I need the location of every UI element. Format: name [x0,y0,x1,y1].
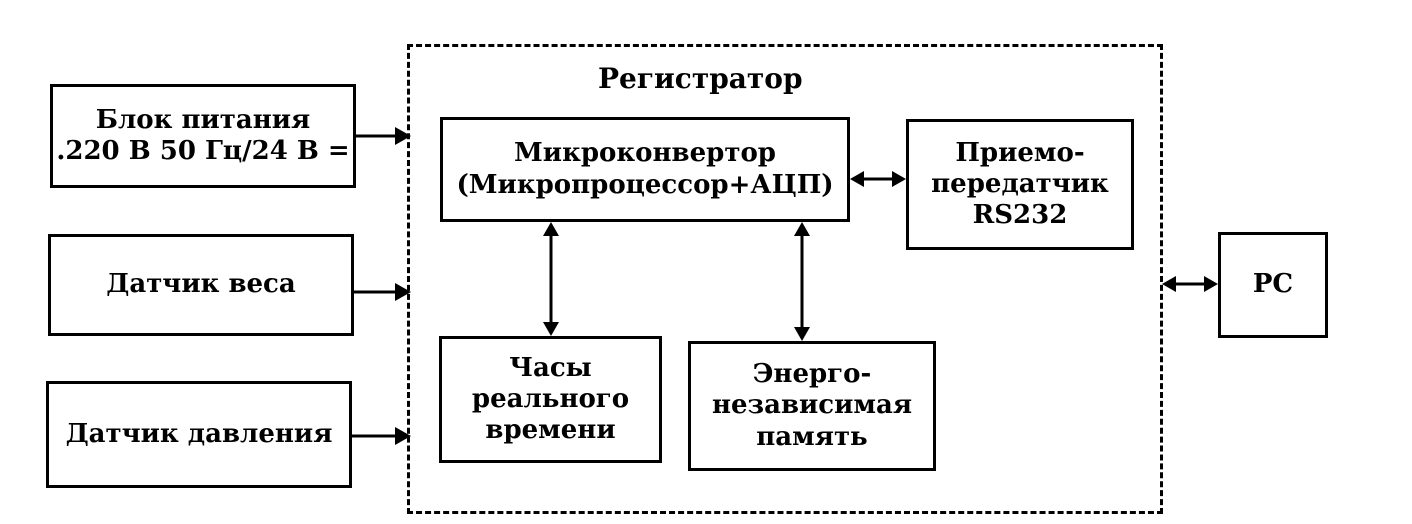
pc-block: PC [1218,232,1328,338]
real-time-clock-label-line1: Часы [509,352,592,383]
transceiver-label-line1: Приемо- [955,137,1085,168]
nonvolatile-memory-label-line3: память [756,421,868,452]
real-time-clock-block: Часы реального времени [439,336,662,463]
power-supply-label-line1: Блок питания [95,104,311,135]
transceiver-block: Приемо- передатчик RS232 [906,119,1134,250]
registrator-container [407,44,1163,514]
registrator-title: Регистратор [598,62,803,95]
pc-label: PC [1252,269,1294,300]
transceiver-label-line2: передатчик [931,168,1109,199]
nonvolatile-memory-label-line2: независимая [711,390,913,421]
pressure-sensor-label: Датчик давления [65,418,333,449]
real-time-clock-label-line2: реального [471,383,630,414]
arrowhead-memory-down [794,327,810,341]
arrowhead-pressure [395,427,411,445]
arrowhead-pc-right [1204,276,1218,292]
pressure-sensor-block: Датчик давления [46,381,352,488]
arrowhead-transceiver-right [892,171,906,187]
nonvolatile-memory-block: Энерго- независимая память [688,341,936,471]
arrowhead-clock-up [543,222,559,236]
nonvolatile-memory-label-line1: Энерго- [752,359,872,390]
weight-sensor-block: Датчик веса [48,234,354,336]
arrowhead-registrator-left [1162,276,1176,292]
power-supply-label-line2: .220 В 50 Гц/24 В = [56,136,350,166]
transceiver-label-line3: RS232 [972,200,1068,231]
arrowhead-clock-down [543,322,559,336]
microconverter-label-line1: Микроконвертор [514,138,776,169]
arrowhead-power [395,127,411,145]
arrowhead-mcu-left [850,171,864,187]
weight-sensor-label: Датчик веса [106,269,296,300]
arrowhead-memory-up [794,222,810,236]
real-time-clock-label-line3: времени [485,415,616,446]
microconverter-label-line2: (Микропроцессор+АЦП) [456,169,834,200]
arrowhead-weight [395,283,411,301]
power-supply-block: Блок питания .220 В 50 Гц/24 В = [50,84,356,188]
microconverter-block: Микроконвертор (Микропроцессор+АЦП) [440,117,850,222]
